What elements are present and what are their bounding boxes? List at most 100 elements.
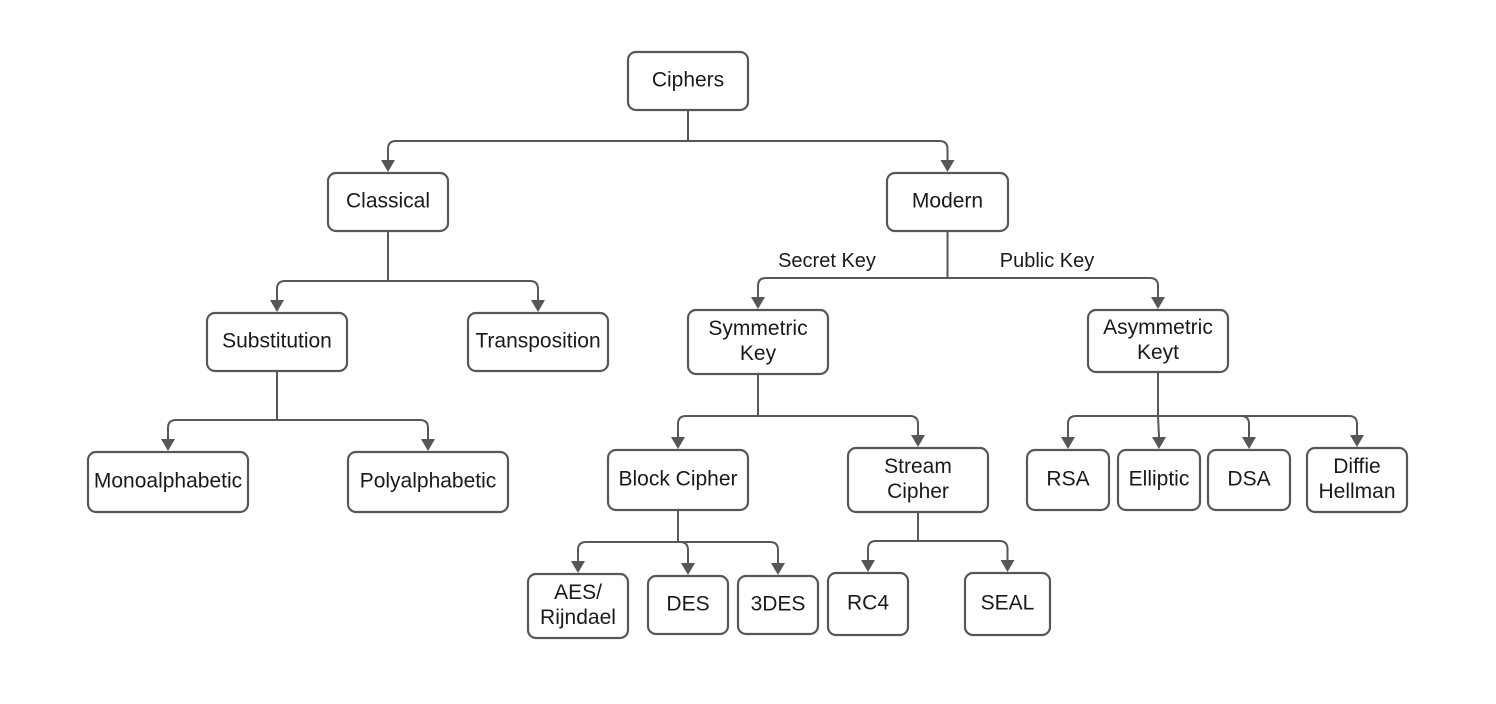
node-box-aes-rijndael[interactable] bbox=[526, 572, 630, 640]
e-block-aes bbox=[577, 541, 679, 562]
node-box-symmetric-key[interactable] bbox=[686, 308, 830, 376]
node-label-asymmetric-key: Keyt bbox=[1137, 341, 1179, 364]
node-label-classical: Classical bbox=[346, 190, 430, 213]
e-modern-asymmetric bbox=[946, 277, 1159, 298]
e-sym-block bbox=[677, 415, 759, 438]
node-box-diffie-hellman[interactable] bbox=[1305, 446, 1409, 514]
node-label-diffie-hellman: Diffie bbox=[1333, 455, 1380, 478]
node-label-3des: 3DES bbox=[751, 593, 806, 616]
node-label-des: DES bbox=[666, 593, 709, 616]
node-substitution[interactable]: Substitution bbox=[205, 311, 349, 373]
node-block-cipher[interactable]: Block Cipher bbox=[606, 448, 750, 512]
node-label-seal: SEAL bbox=[981, 592, 1035, 615]
edge-arrowhead bbox=[911, 435, 925, 447]
node-classical[interactable]: Classical bbox=[326, 171, 450, 233]
node-aes-rijndael[interactable]: AES/Rijndael bbox=[526, 572, 630, 640]
node-box-block-cipher[interactable] bbox=[606, 448, 750, 512]
node-label-aes-rijndael: AES/ bbox=[554, 581, 602, 604]
node-label-stream-cipher: Cipher bbox=[887, 480, 949, 503]
node-modern[interactable]: Modern bbox=[885, 171, 1010, 233]
node-box-polyalphabetic[interactable] bbox=[346, 450, 510, 514]
node-seal[interactable]: SEAL bbox=[963, 571, 1052, 637]
node-box-monoalphabetic[interactable] bbox=[86, 450, 250, 514]
edge-arrowhead bbox=[1350, 435, 1364, 447]
e-stream-rc4 bbox=[867, 540, 919, 561]
e-sub-mono bbox=[167, 419, 278, 440]
e-asym-elliptic bbox=[1157, 415, 1160, 438]
node-label-rsa: RSA bbox=[1046, 468, 1089, 491]
e-ciphers-classical bbox=[387, 140, 689, 161]
node-box-dsa[interactable] bbox=[1206, 448, 1292, 512]
e-sym-stream bbox=[757, 415, 919, 436]
node-box-ciphers[interactable] bbox=[626, 50, 750, 112]
node-label-polyalphabetic: Polyalphabetic bbox=[360, 470, 497, 493]
node-box-classical[interactable] bbox=[326, 171, 450, 233]
e-stream-seal bbox=[917, 540, 1009, 561]
secret-key-label: Secret Key bbox=[778, 250, 876, 272]
e-sub-poly bbox=[276, 419, 429, 440]
node-label-monoalphabetic: Monoalphabetic bbox=[94, 470, 242, 493]
node-rc4[interactable]: RC4 bbox=[826, 571, 910, 637]
node-label-rc4: RC4 bbox=[847, 592, 889, 615]
edge-arrowhead bbox=[861, 560, 875, 572]
node-box-modern[interactable] bbox=[885, 171, 1010, 233]
e-asym-rsa bbox=[1067, 415, 1159, 438]
e-asym-diffie bbox=[1157, 415, 1358, 436]
node-label-substitution: Substitution bbox=[222, 330, 332, 353]
node-label-dsa: DSA bbox=[1227, 468, 1270, 491]
node-label-stream-cipher: Stream bbox=[884, 455, 952, 478]
edge-arrowhead bbox=[751, 297, 765, 309]
node-box-stream-cipher[interactable] bbox=[846, 446, 990, 514]
node-box-des[interactable] bbox=[646, 574, 730, 636]
edge-arrowhead bbox=[1242, 437, 1256, 449]
node-box-asymmetric-key[interactable] bbox=[1086, 308, 1230, 374]
edge-arrowhead bbox=[421, 439, 435, 451]
edge-labels-layer: Secret Key Public Key bbox=[778, 250, 1094, 272]
node-box-3des[interactable] bbox=[736, 574, 820, 636]
node-label-modern: Modern bbox=[912, 190, 983, 213]
e-ciphers-modern bbox=[687, 140, 949, 161]
edge-arrowhead bbox=[671, 437, 685, 449]
node-polyalphabetic[interactable]: Polyalphabetic bbox=[346, 450, 510, 514]
edge-arrowhead bbox=[771, 563, 785, 575]
node-rsa[interactable]: RSA bbox=[1025, 448, 1111, 512]
e-block-3des bbox=[677, 541, 779, 564]
node-box-substitution[interactable] bbox=[205, 311, 349, 373]
node-label-transposition: Transposition bbox=[475, 330, 600, 353]
node-label-block-cipher: Block Cipher bbox=[618, 468, 737, 491]
node-monoalphabetic[interactable]: Monoalphabetic bbox=[86, 450, 250, 514]
node-elliptic[interactable]: Elliptic bbox=[1116, 448, 1202, 512]
edge-arrowhead bbox=[1152, 437, 1166, 449]
public-key-label: Public Key bbox=[1000, 250, 1095, 272]
node-label-elliptic: Elliptic bbox=[1129, 468, 1190, 491]
node-dsa[interactable]: DSA bbox=[1206, 448, 1292, 512]
node-des[interactable]: DES bbox=[646, 574, 730, 636]
e-classical-substitution bbox=[276, 280, 389, 301]
node-box-rsa[interactable] bbox=[1025, 448, 1111, 512]
node-box-transposition[interactable] bbox=[466, 311, 610, 373]
node-label-ciphers: Ciphers bbox=[652, 69, 724, 92]
node-label-symmetric-key: Key bbox=[740, 342, 777, 365]
node-3des[interactable]: 3DES bbox=[736, 574, 820, 636]
node-box-rc4[interactable] bbox=[826, 571, 910, 637]
edge-arrowhead bbox=[681, 563, 695, 575]
edge-arrowhead bbox=[1061, 437, 1075, 449]
node-box-seal[interactable] bbox=[963, 571, 1052, 637]
edge-arrowhead bbox=[161, 439, 175, 451]
node-transposition[interactable]: Transposition bbox=[466, 311, 610, 373]
e-asym-dsa bbox=[1157, 415, 1250, 438]
node-ciphers[interactable]: Ciphers bbox=[626, 50, 750, 112]
edge-arrowhead bbox=[531, 300, 545, 312]
node-label-asymmetric-key: Asymmetric bbox=[1103, 316, 1213, 339]
node-box-elliptic[interactable] bbox=[1116, 448, 1202, 512]
edge-arrowhead bbox=[571, 561, 585, 573]
edge-arrowhead bbox=[381, 160, 395, 172]
e-modern-symmetric bbox=[757, 277, 949, 298]
